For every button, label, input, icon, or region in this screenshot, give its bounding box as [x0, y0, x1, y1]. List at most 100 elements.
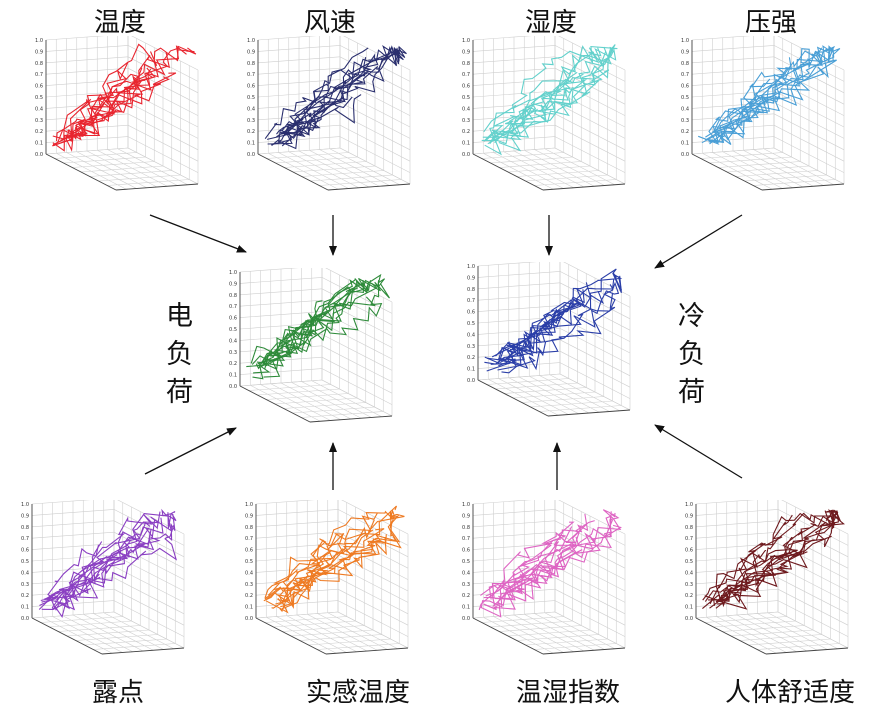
tick-label: 1.0 [681, 38, 689, 44]
tick-label: 0.1 [245, 605, 253, 611]
tick-label: 0.9 [462, 513, 470, 519]
trajectory-line [481, 47, 607, 142]
tick-label: 0.2 [245, 593, 253, 599]
trajectory-line [702, 508, 839, 601]
tick-label: 0.6 [462, 84, 470, 90]
trajectory-line [282, 45, 407, 134]
trajectory-line [495, 268, 622, 357]
tick-label: 1.0 [685, 502, 693, 508]
trajectory-line [53, 514, 176, 610]
trajectory-line [717, 511, 845, 605]
tick-label: 1.0 [247, 38, 255, 44]
arrow-temperature-to-electric [149, 214, 247, 253]
wireframe-lines [263, 505, 405, 614]
trajectory-line [493, 71, 595, 141]
tick-label: 0.0 [35, 152, 43, 158]
tick-label: 0.2 [462, 593, 470, 599]
tick-label: 0.0 [247, 152, 255, 158]
label-electric-load-char: 负 [166, 339, 193, 370]
tick-label: 0.2 [35, 129, 43, 135]
trajectory-line [501, 289, 616, 374]
trajectory-line [255, 279, 364, 370]
trajectory-line [709, 510, 831, 605]
wireframe-lines [52, 43, 197, 152]
tick-label: 0.9 [229, 281, 237, 287]
trajectory-line [277, 528, 385, 603]
trajectory-line [709, 47, 823, 145]
tick-label: 0.2 [467, 355, 475, 361]
wireframe-lines [478, 509, 622, 618]
tick-label: 0.3 [467, 344, 475, 350]
trajectory-line [52, 47, 195, 140]
tick-label: 0.8 [35, 61, 43, 67]
trajectory-line [482, 46, 612, 138]
trajectory-line [702, 549, 798, 610]
trajectory-line [271, 96, 353, 147]
tick-label: 0.0 [685, 616, 693, 622]
tick-label: 0.0 [245, 616, 253, 622]
tick-label: 0.8 [462, 61, 470, 67]
tick-label: 0.4 [467, 332, 475, 338]
trajectory-line [499, 284, 614, 363]
tick-label: 0.5 [21, 559, 29, 565]
title-wind-speed: 风速 [303, 8, 357, 38]
tick-label: 0.5 [247, 95, 255, 101]
tick-label: 0.2 [462, 129, 470, 135]
trajectory-line [265, 278, 390, 367]
tick-label: 0.0 [462, 616, 470, 622]
tick-label: 0.4 [685, 570, 693, 576]
trajectory-line [52, 67, 156, 146]
tick-label: 0.9 [21, 513, 29, 519]
tick-label: 0.4 [245, 570, 253, 576]
wireframe-lines [264, 45, 407, 150]
wind-speed-plot-svg: 0.00.10.20.30.40.50.60.70.80.91.0 [247, 36, 411, 191]
apparent-temperature-plot-svg: 0.00.10.20.30.40.50.60.70.80.91.0 [245, 500, 409, 655]
trajectory-line [45, 511, 161, 600]
title-apparent-temperature: 实感温度 [305, 678, 411, 708]
tick-label: 0.1 [467, 367, 475, 373]
trajectory-line [484, 272, 623, 364]
title-temperature: 温度 [93, 8, 147, 38]
tick-label: 0.8 [685, 525, 693, 531]
axes-box: 0.00.10.20.30.40.50.60.70.80.91.0 [245, 500, 409, 655]
tick-label: 0.2 [229, 361, 237, 367]
trajectory-line [54, 524, 178, 618]
trajectory-line [712, 509, 838, 610]
tick-label: 0.9 [245, 513, 253, 519]
tick-label: 0.7 [247, 72, 255, 78]
trajectory-line [264, 512, 378, 599]
trajectory-line [41, 544, 100, 603]
tick-label: 1.0 [21, 502, 29, 508]
tick-label: 0.5 [681, 95, 689, 101]
trajectory-line [498, 69, 610, 152]
trajectory-line [257, 281, 383, 365]
trajectory-line [713, 48, 834, 134]
tick-label: 1.0 [229, 270, 237, 276]
trajectory-line [490, 302, 579, 365]
trajectory-line [282, 45, 404, 137]
tick-label: 0.0 [229, 384, 237, 390]
arrow-comfort-to-cooling [654, 424, 743, 479]
trajectory-line [715, 509, 840, 603]
wireframe-lines [698, 45, 841, 145]
trajectory-line [55, 521, 151, 601]
dew-point-plot-svg: 0.00.10.20.30.40.50.60.70.80.91.0 [21, 500, 185, 655]
title-human-comfort: 人体舒适度 [724, 678, 856, 708]
trajectory-line [483, 526, 573, 599]
temperature-plot-svg: 0.00.10.20.30.40.50.60.70.80.91.0 [35, 36, 199, 191]
tick-label: 1.0 [467, 264, 475, 270]
tick-label: 0.8 [229, 293, 237, 299]
tick-label: 0.4 [229, 338, 237, 344]
tick-label: 0.7 [229, 304, 237, 310]
trajectory-line [277, 50, 401, 143]
tick-label: 0.0 [21, 616, 29, 622]
label-electric-load-char: 电 [166, 301, 193, 332]
tick-label: 0.0 [467, 378, 475, 384]
arrow-pressure-to-cooling [654, 214, 743, 269]
trajectory-line [51, 529, 152, 610]
tick-label: 0.5 [245, 559, 253, 565]
